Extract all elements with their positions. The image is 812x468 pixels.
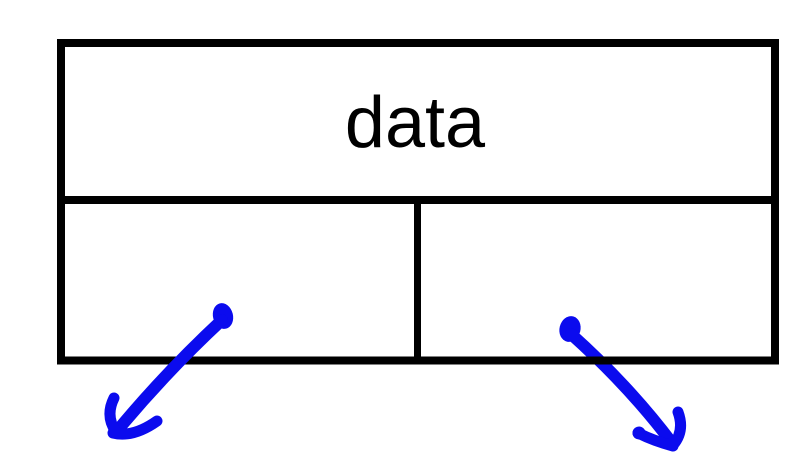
left-pointer-arrow [104, 303, 234, 440]
data-cell-label: data [345, 83, 486, 163]
node-box: data [57, 39, 779, 365]
down-left-arrow-shaft [111, 314, 228, 437]
down-left-arrow-head [104, 392, 163, 440]
right-pointer-arrow [559, 316, 687, 452]
down-right-arrow-head-knob [632, 426, 646, 440]
down-right-arrow-shaft [565, 328, 678, 449]
